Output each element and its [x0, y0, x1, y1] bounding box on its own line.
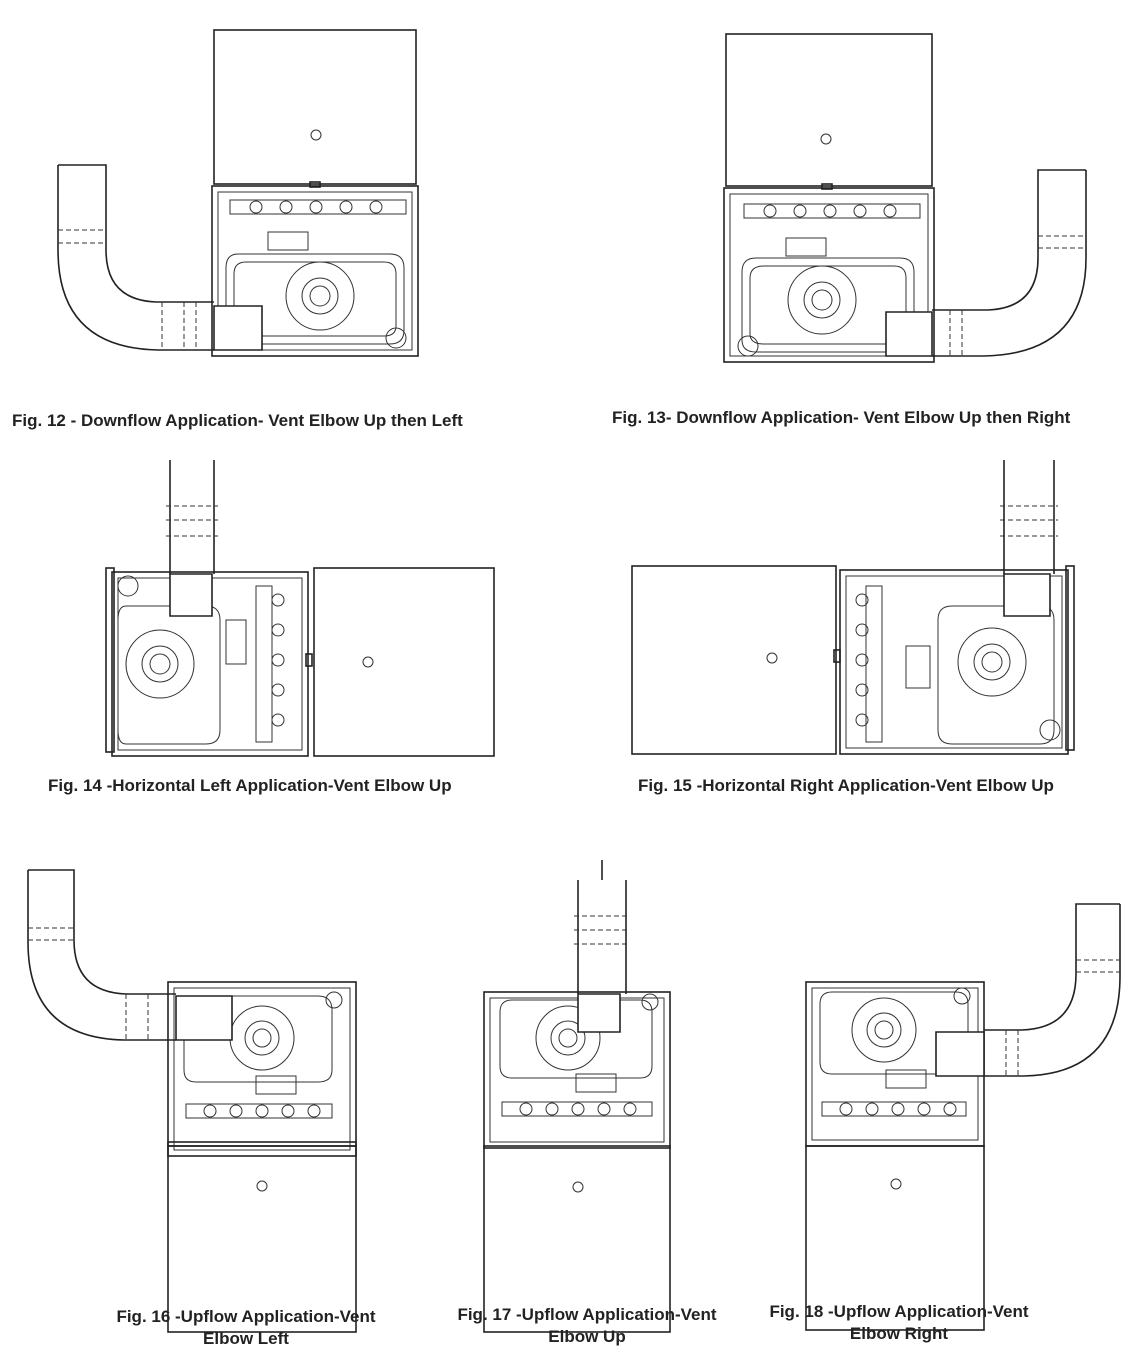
figure-15-drawing [631, 460, 1075, 755]
caption-fig-18: Fig. 18 -Upflow Application-Vent Elbow R… [758, 1302, 1040, 1344]
pressure-switch [385, 327, 407, 349]
inducer-wheel [535, 1005, 601, 1071]
caption-fig-17-line2: Elbow Up [548, 1327, 626, 1346]
burner-manifold [255, 585, 273, 743]
inducer-wheel [285, 261, 355, 331]
vent-pipe-outer [932, 169, 1086, 311]
vent-transition [169, 573, 213, 617]
panel-door [483, 1145, 671, 1333]
figure-17: Fig. 17 -Upflow Application-Vent Elbow U… [420, 820, 760, 1356]
inducer-wheel [787, 265, 857, 335]
figure-13-drawing [723, 33, 1087, 363]
panel-door [805, 1145, 985, 1331]
caption-fig-15: Fig. 15 -Horizontal Right Application-Ve… [638, 776, 1054, 795]
panel-door [725, 33, 933, 187]
figure-15: Fig. 15 -Horizontal Right Application-Ve… [560, 440, 1130, 820]
panel-door [167, 1145, 357, 1333]
burner-ports [249, 200, 383, 214]
caption-fig-16: Fig. 16 -Upflow Application-Vent Elbow L… [104, 1307, 388, 1349]
figure-17-drawing [483, 860, 671, 1333]
caption-fig-13: Fig. 13- Downflow Application- Vent Elbo… [612, 408, 1071, 427]
burner-manifold [743, 203, 921, 219]
figure-12-drawing [57, 29, 419, 357]
inducer-wheel [851, 997, 917, 1063]
cabinet [167, 981, 357, 1157]
caption-fig-12: Fig. 12 - Downflow Application- Vent Elb… [12, 411, 463, 430]
cabinet [723, 187, 935, 363]
gas-valve [267, 231, 309, 251]
caption-fig-16-line1: Fig. 16 -Upflow Application-Vent [116, 1307, 376, 1326]
panel-door [631, 565, 837, 755]
figure-13: Fig. 13- Downflow Application- Vent Elbo… [560, 0, 1130, 440]
vent-transition [577, 993, 621, 1033]
vent-pipe [1003, 460, 1055, 574]
figure-12: Fig. 12 - Downflow Application- Vent Elb… [0, 0, 560, 440]
vent-transition [213, 305, 263, 351]
inducer-wheel [125, 629, 195, 699]
caption-fig-17: Fig. 17 -Upflow Application-Vent Elbow U… [442, 1305, 732, 1347]
inducer-wheel [957, 627, 1027, 697]
vent-transition [175, 995, 233, 1041]
caption-fig-16-line2: Elbow Left [203, 1329, 289, 1348]
burner-manifold [185, 1103, 333, 1119]
figure-14-drawing [105, 460, 495, 757]
vent-pipe [577, 880, 627, 994]
figure-16: Fig. 16 -Upflow Application-Vent Elbow L… [0, 820, 420, 1356]
caption-fig-18-line1: Fig. 18 -Upflow Application-Vent [769, 1302, 1029, 1321]
figure-18-drawing [805, 903, 1121, 1331]
vent-transition [935, 1031, 985, 1077]
cabinet [111, 571, 309, 757]
cabinet [211, 185, 419, 357]
caption-fig-18-line2: Elbow Right [849, 1324, 949, 1343]
door-hole [310, 129, 322, 141]
figure-16-drawing [27, 869, 357, 1333]
figure-18: Fig. 18 -Upflow Application-Vent Elbow R… [760, 820, 1130, 1356]
vent-transition [1003, 573, 1051, 617]
panel-door [313, 567, 495, 757]
vent-pipe-outer [28, 869, 176, 995]
caption-fig-17-line1: Fig. 17 -Upflow Application-Vent [457, 1305, 717, 1324]
caption-fig-14: Fig. 14 -Horizontal Left Application-Ven… [48, 776, 452, 795]
panel-door [213, 29, 417, 185]
cabinet [483, 991, 671, 1149]
cabinet [839, 569, 1069, 755]
figure-14: Fig. 14 -Horizontal Left Application-Ven… [0, 440, 560, 820]
vent-transition [885, 311, 933, 357]
vent-pipe-outer [58, 164, 214, 303]
vent-pipe-outer [984, 903, 1120, 1031]
burner-manifold [229, 199, 407, 215]
inducer-wheel [229, 1005, 295, 1071]
vent-pipe [169, 460, 215, 574]
